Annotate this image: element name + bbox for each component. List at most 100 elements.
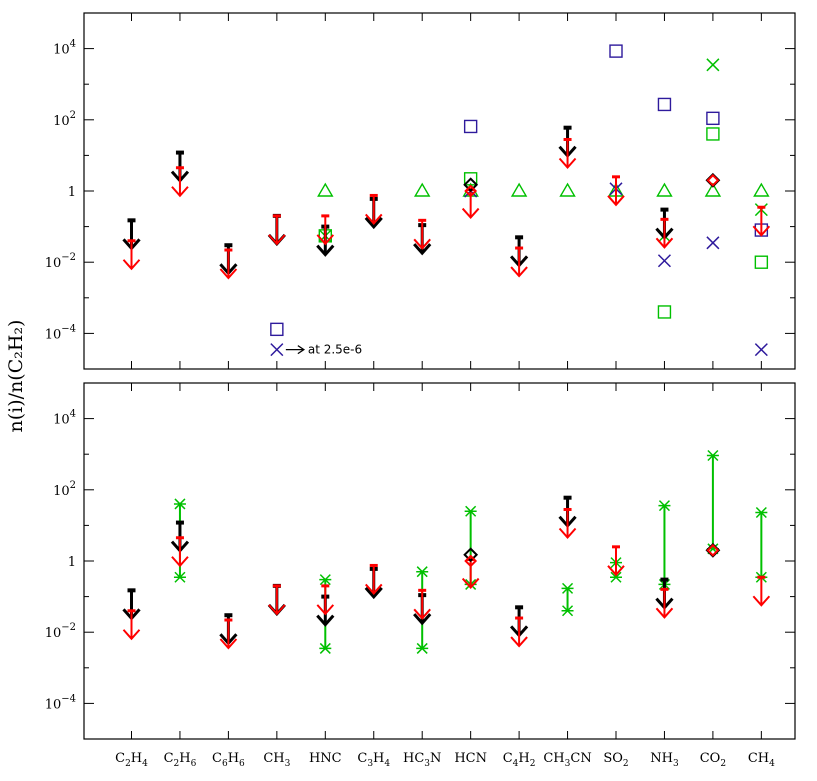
red-upper-limit (607, 545, 625, 577)
green-triangle (559, 182, 576, 197)
red-upper-limit (413, 218, 431, 250)
green-square (754, 255, 769, 269)
red-upper-limit (219, 618, 238, 650)
red-upper-limit-head (171, 186, 189, 198)
y-tick-label: 10−2 (45, 622, 76, 641)
red-upper-limit-head (219, 268, 238, 280)
y-tick-label: 10−4 (45, 323, 76, 342)
red-upper-limit-head (413, 608, 431, 620)
green-triangle (510, 182, 528, 197)
red-upper-limit (510, 246, 528, 278)
red-upper-limit (122, 609, 141, 641)
red-diamond (464, 184, 478, 198)
category-label-CH3: CH3 (263, 751, 290, 769)
category-label-C2H4: C2H4 (115, 751, 148, 769)
blue-square (657, 97, 672, 112)
y-tick-label: 102 (53, 110, 76, 129)
red-upper-limit (268, 584, 286, 616)
red-upper-limit (268, 214, 286, 246)
category-label-C4H2: C4H2 (503, 751, 536, 769)
green-range-high (561, 582, 574, 594)
blue-square (706, 111, 720, 126)
red-upper-limit (607, 175, 625, 207)
red-upper-limit (655, 217, 674, 249)
green-triangle (753, 182, 770, 197)
red-upper-limit (316, 584, 335, 616)
red-upper-limit (316, 214, 335, 246)
red-upper-limit-head (316, 604, 335, 616)
red-upper-limit (122, 239, 141, 271)
red-upper-limit (365, 563, 383, 595)
blue-cross (754, 343, 768, 357)
red-upper-limit-head (122, 629, 141, 641)
red-upper-limit-head (655, 237, 674, 249)
category-label-CH3CN: CH3CN (543, 751, 591, 769)
red-upper-limit-head (752, 225, 771, 237)
y-tick-label: 1 (68, 185, 76, 200)
red-upper-limit-head (413, 238, 431, 250)
green-range-high (319, 574, 332, 586)
red-upper-limit-head (122, 259, 141, 271)
blue-cross (706, 236, 720, 250)
green-range-high (173, 498, 186, 510)
red-upper-limit-head (510, 266, 528, 278)
annotation: at 2.5e-6 (285, 343, 362, 357)
green-cross (706, 58, 720, 72)
red-upper-limit (413, 588, 431, 620)
green-triangle (413, 182, 431, 197)
red-upper-limit-head (607, 195, 625, 207)
red-diamond (706, 543, 720, 557)
blue-cross (270, 343, 284, 357)
y-tick-label: 10−2 (45, 252, 76, 271)
top-panel-marks (122, 44, 771, 357)
annotation-text: at 2.5e-6 (308, 343, 362, 357)
black-upper-limit-head (316, 244, 335, 257)
green-range-high (416, 566, 429, 578)
red-upper-limit (558, 507, 577, 539)
red-upper-limit (365, 193, 383, 225)
blue-square (609, 44, 623, 58)
category-label-HCN: HCN (454, 751, 487, 766)
y-tick-label: 102 (53, 480, 76, 499)
annotation-arrow-head (297, 345, 306, 355)
red-upper-limit (510, 616, 528, 648)
blue-square (270, 322, 284, 337)
red-upper-limit-head (752, 595, 771, 607)
category-label-HC3N: HC3N (403, 751, 441, 769)
y-axis-label: n(i)/n(C₂H₂) (5, 320, 27, 433)
black-upper-limit-head (316, 614, 335, 627)
red-upper-limit-head (461, 577, 480, 590)
red-diamond (464, 554, 478, 568)
black-diamond (463, 547, 479, 563)
black-upper-limit-head (413, 613, 432, 626)
red-upper-limit (219, 248, 238, 280)
red-upper-limit (558, 137, 577, 169)
red-upper-limit (171, 536, 189, 568)
red-upper-limit-head (268, 234, 286, 246)
y-tick-label: 10−4 (45, 693, 76, 712)
red-upper-limit-head (461, 207, 480, 220)
green-square (706, 127, 720, 141)
green-triangle (656, 182, 673, 197)
red-upper-limit-head (268, 604, 286, 616)
category-label-HNC: HNC (309, 751, 342, 766)
y-tick-label: 1 (68, 555, 76, 570)
category-label-CO2: CO2 (700, 751, 726, 769)
category-label-CH4: CH4 (748, 751, 775, 769)
green-range-low (561, 605, 574, 617)
black-upper-limit-head (364, 216, 383, 230)
bottom-panel-marks (122, 449, 771, 654)
blue-cross (657, 254, 671, 268)
category-label-C2H6: C2H6 (164, 751, 197, 769)
red-upper-limit (752, 575, 771, 607)
category-label-C6H6: C6H6 (212, 751, 245, 769)
red-upper-limit-head (365, 213, 383, 225)
red-upper-limit-head (219, 638, 238, 650)
green-range-high (658, 500, 671, 512)
red-upper-limit-head (510, 636, 528, 648)
red-upper-limit-head (365, 583, 383, 595)
red-upper-limit-head (655, 607, 674, 619)
red-upper-limit (461, 558, 480, 590)
green-range-low (173, 571, 186, 583)
